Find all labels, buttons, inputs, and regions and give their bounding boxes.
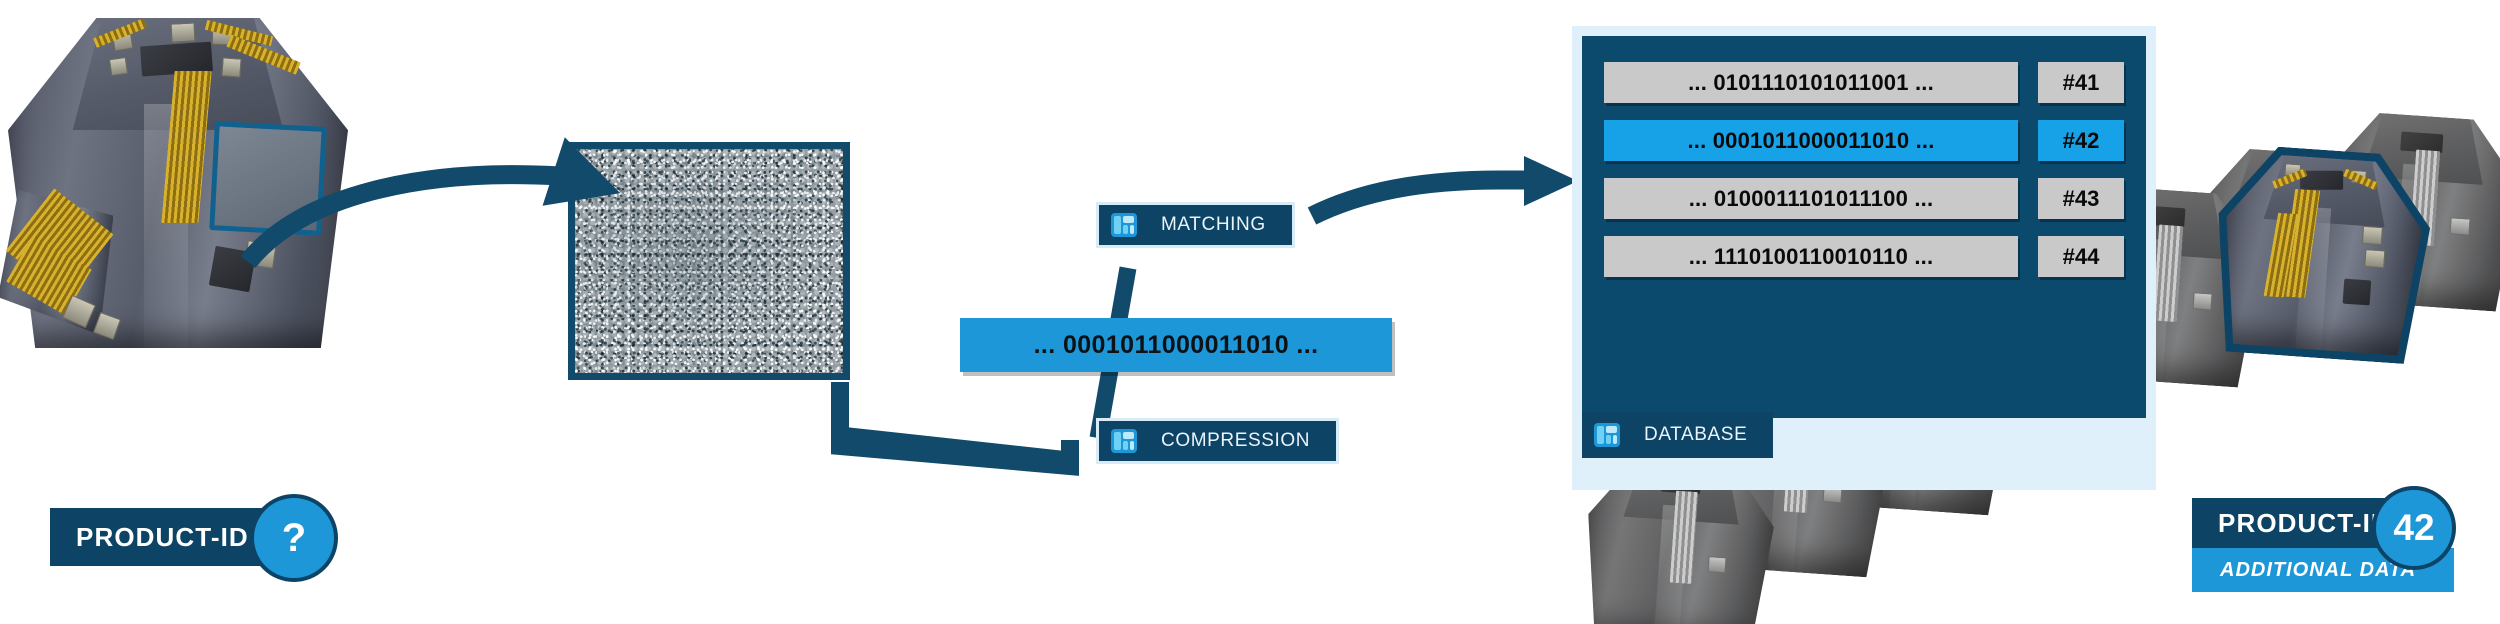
database-sequence: ... 0101110101011001 ... bbox=[1604, 62, 2018, 103]
arrow-matching-to-database bbox=[1307, 156, 1578, 225]
database-grid-icon bbox=[1592, 420, 1622, 450]
database-grid-icon bbox=[1109, 210, 1139, 240]
product-id-unknown-value: ? bbox=[281, 515, 307, 560]
database-sequence: ... 0001011000011010 ... bbox=[1604, 120, 2018, 161]
process-step-matching[interactable]: MATCHING bbox=[1096, 202, 1295, 248]
binary-fingerprint-value: ... 0001011000011010 ... bbox=[1033, 330, 1319, 359]
database-sequence: ... 1110100110010110 ... bbox=[1604, 236, 2018, 277]
database-row-id: #41 bbox=[2038, 62, 2124, 103]
database-row-id: #43 bbox=[2038, 178, 2124, 219]
database-row-id: #42 bbox=[2038, 120, 2124, 161]
process-step-compression-label: COMPRESSION bbox=[1161, 430, 1311, 451]
additional-data-label: ADDITIONAL DATA bbox=[2220, 558, 2417, 581]
product-id-unknown-badge: ? bbox=[250, 494, 338, 582]
table-row[interactable]: ... 1110100110010110 ... #44 bbox=[1604, 236, 2124, 277]
product-id-value-badge: 42 bbox=[2372, 486, 2456, 570]
product-id-label: PRODUCT-ID bbox=[76, 521, 249, 552]
database-row-id: #44 bbox=[2038, 236, 2124, 277]
unidentified-chip-image bbox=[0, 18, 348, 348]
database-panel: ... 0101110101011001 ... #41 ... 0001011… bbox=[1572, 26, 2156, 490]
product-id-value: 42 bbox=[2393, 507, 2435, 548]
table-row[interactable]: ... 0101110101011001 ... #41 bbox=[1604, 62, 2124, 103]
surface-texture-image bbox=[568, 142, 850, 380]
connector-texture-to-compression bbox=[831, 382, 1079, 476]
binary-fingerprint-callout: ... 0001011000011010 ... bbox=[960, 318, 1392, 372]
product-id-label: PRODUCT-ID bbox=[2218, 507, 2391, 538]
process-step-compression[interactable]: COMPRESSION bbox=[1096, 418, 1340, 464]
identified-chip bbox=[2218, 151, 2427, 356]
database-caption[interactable]: DATABASE bbox=[1582, 412, 1774, 458]
database-caption-label: DATABASE bbox=[1644, 424, 1748, 445]
database-rows-container: ... 0101110101011001 ... #41 ... 0001011… bbox=[1582, 36, 2146, 418]
table-row[interactable]: ... 0001011000011010 ... #42 bbox=[1604, 120, 2124, 161]
database-sequence: ... 0100011101011100 ... bbox=[1604, 178, 2018, 219]
process-step-matching-label: MATCHING bbox=[1161, 214, 1266, 235]
table-row[interactable]: ... 0100011101011100 ... #43 bbox=[1604, 178, 2124, 219]
chip-sensor-window bbox=[209, 120, 327, 236]
database-grid-icon bbox=[1109, 426, 1139, 456]
